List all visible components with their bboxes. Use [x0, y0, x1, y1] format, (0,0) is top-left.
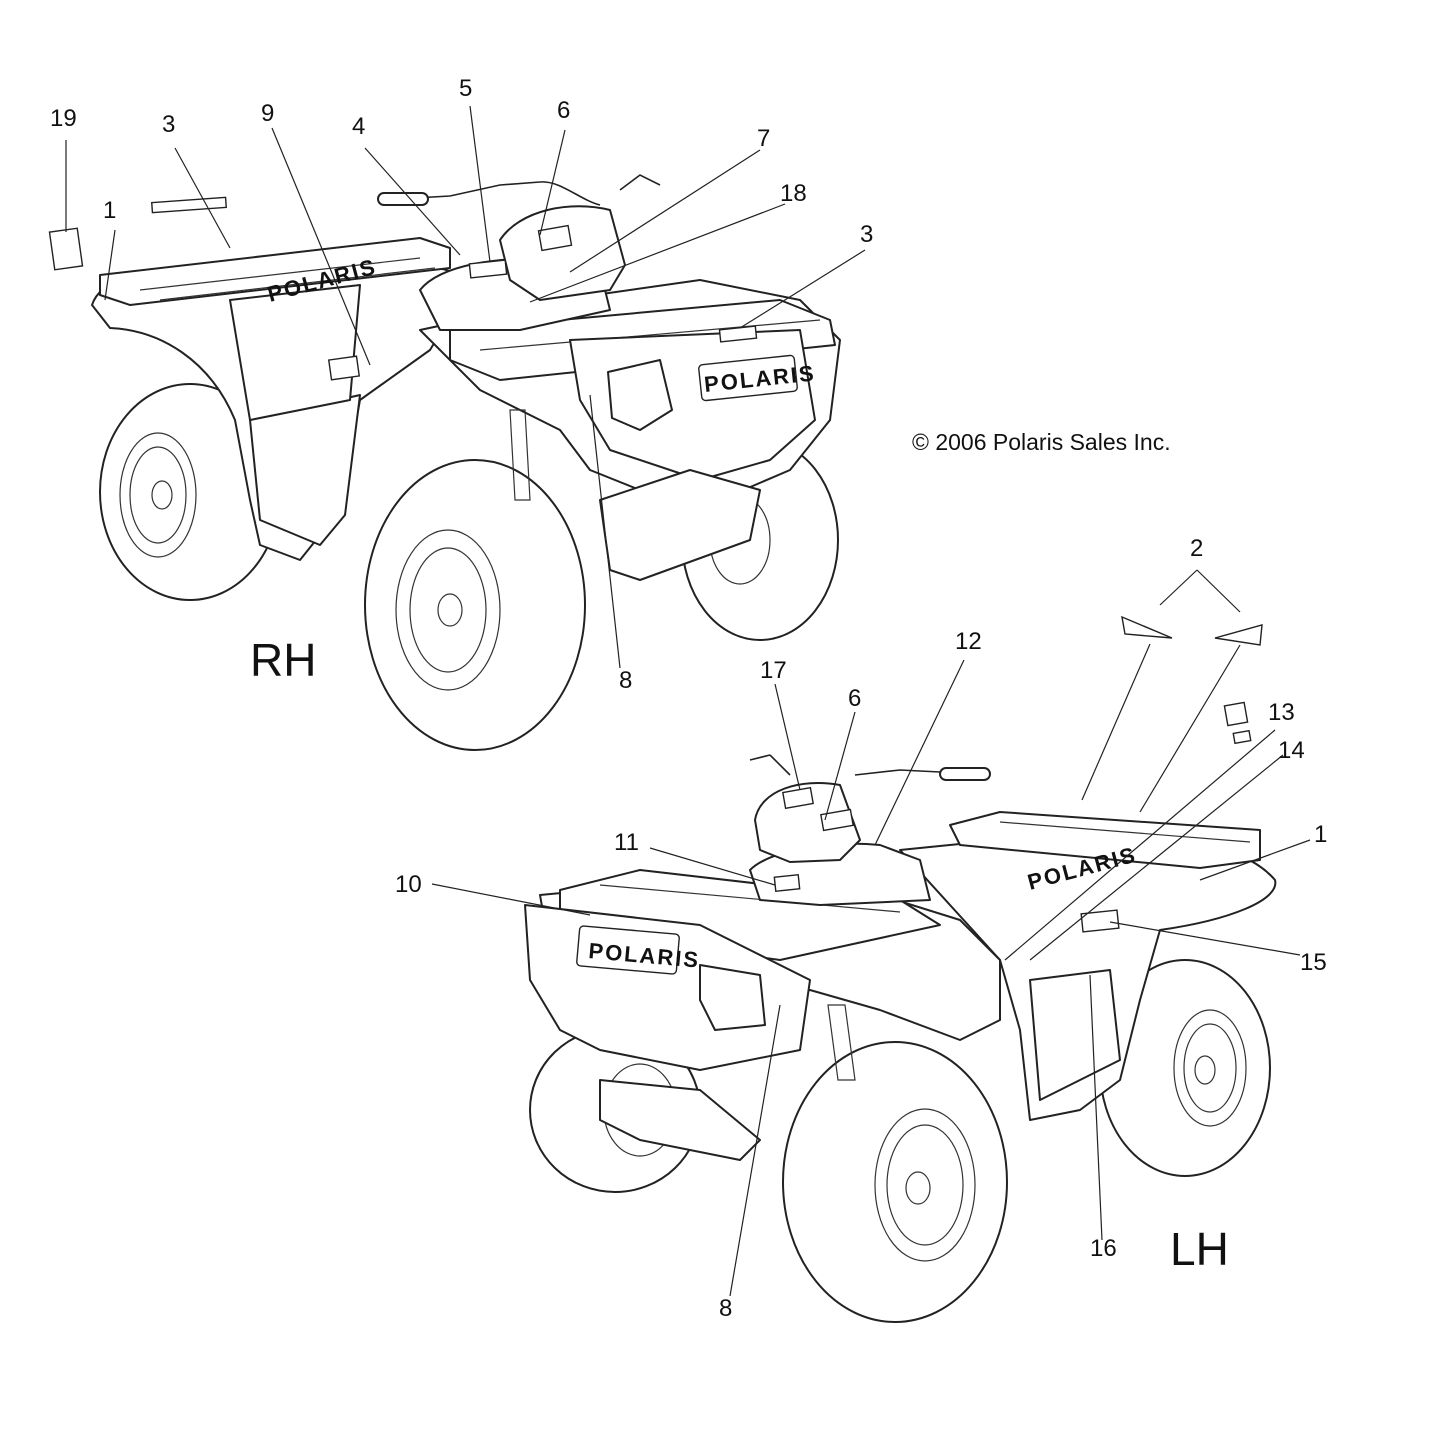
- callout-19: 19: [50, 105, 77, 132]
- lh-footwell: [1029, 969, 1121, 1101]
- callout-3-rh-rear: 3: [162, 111, 175, 138]
- callout-3-rh-front: 3: [860, 221, 873, 248]
- view-label-rh: RH: [250, 634, 316, 686]
- lh-decal-2-left: [1121, 615, 1173, 639]
- callout-1-lh: 1: [1314, 821, 1327, 848]
- atv-rh-view: [48, 174, 841, 751]
- callouts: 19 3 9 4 5 6 7 18 3 1 8 2 12 17 6 13 14 …: [50, 75, 1327, 1322]
- rh-rear-rack: [99, 237, 451, 306]
- rh-side-panel: [229, 284, 361, 421]
- callout-7: 7: [757, 125, 770, 152]
- lh-handlebar-pod: [754, 782, 861, 863]
- lh-decal-2-right: [1214, 624, 1263, 646]
- callout-9: 9: [261, 100, 274, 127]
- rh-handlebar-pod: [499, 205, 626, 301]
- leader-lines: [65, 105, 1311, 1297]
- callout-13: 13: [1268, 699, 1295, 726]
- lh-decal-14: [1232, 729, 1252, 745]
- callout-4: 4: [352, 113, 365, 140]
- callout-15: 15: [1300, 949, 1327, 976]
- callout-8-rh: 8: [619, 667, 632, 694]
- callout-14: 14: [1278, 737, 1305, 764]
- lh-decal-13: [1223, 701, 1249, 727]
- callout-18: 18: [780, 180, 807, 207]
- callout-12: 12: [955, 628, 982, 655]
- callout-1-rh: 1: [103, 197, 116, 224]
- callout-16: 16: [1090, 1235, 1117, 1262]
- callout-6-rh: 6: [557, 97, 570, 124]
- callout-6-lh: 6: [848, 685, 861, 712]
- callout-5: 5: [459, 75, 472, 102]
- rh-decal-19: [48, 227, 84, 271]
- lh-rear-rack: [949, 811, 1261, 869]
- callout-11: 11: [614, 829, 639, 856]
- callout-2: 2: [1190, 535, 1203, 562]
- lh-front-wheel: [782, 1041, 1008, 1323]
- view-label-lh: LH: [1170, 1223, 1229, 1275]
- rh-front-wheel: [364, 459, 586, 751]
- atv-lh-view: [524, 615, 1277, 1323]
- callout-17: 17: [760, 657, 787, 684]
- callout-8-lh: 8: [719, 1295, 732, 1322]
- copyright-notice: © 2006 Polaris Sales Inc.: [912, 429, 1171, 455]
- rh-decal-3a: [150, 196, 228, 214]
- callout-10: 10: [395, 871, 422, 898]
